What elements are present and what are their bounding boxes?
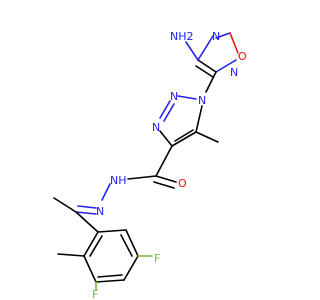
furazan-ring bbox=[185, 32, 239, 78]
amide-o-label: O bbox=[178, 177, 187, 190]
bond-c-c-double bbox=[195, 65, 214, 78]
bond-carbonyl-o bbox=[155, 175, 177, 183]
triazole-n3-label: N bbox=[152, 121, 160, 134]
hydrazide-chain bbox=[53, 145, 177, 233]
bond-n-c bbox=[75, 211, 97, 215]
bond-imine-methyl bbox=[53, 197, 77, 213]
triazole-n1-label: N bbox=[198, 94, 206, 107]
molecule-canvas: NH2 N O N N N N O NH N F F bbox=[53, 30, 247, 300]
fluoro-2-label: F bbox=[92, 288, 98, 300]
bond-nh-n bbox=[101, 183, 111, 201]
bond-c-n bbox=[197, 35, 214, 61]
bond-c-c bbox=[197, 59, 217, 73]
bond-ar-5 bbox=[83, 255, 97, 283]
furazan-n-bottom-label: N bbox=[230, 66, 238, 79]
bond-ar-2 bbox=[125, 229, 139, 257]
triazole-n2-label: N bbox=[170, 90, 178, 103]
fluoro-1-label: F bbox=[154, 252, 160, 265]
bond-ar-3 bbox=[123, 255, 139, 281]
bond-ar-1 bbox=[97, 229, 127, 233]
bond-c5-methyl bbox=[195, 131, 219, 143]
bond-c4-c5 bbox=[171, 131, 197, 147]
bond-n-c bbox=[215, 59, 237, 73]
hydrazide-nh-label: NH bbox=[110, 174, 127, 187]
structure-diagram: NH2 N O N N N N O NH N F F bbox=[53, 30, 247, 300]
bond-n2-n3-double bbox=[163, 103, 175, 122]
bond-n2-n3 bbox=[159, 100, 171, 119]
furazan-o-label: O bbox=[238, 50, 247, 63]
bond-carbonyl-nh bbox=[127, 175, 157, 180]
bond-ar-methyl bbox=[57, 253, 85, 257]
bond-furazan-triazole bbox=[205, 71, 217, 93]
hydrazone-n-label: N bbox=[96, 205, 104, 218]
bond-o-n bbox=[229, 32, 239, 54]
bond-ar-4 bbox=[95, 279, 125, 283]
bond-ar-6 bbox=[83, 231, 99, 257]
bond-carbonyl-o-double bbox=[153, 181, 175, 189]
furazan-n-top-label: N bbox=[212, 30, 220, 43]
bond-c4-c5-double bbox=[174, 129, 194, 142]
bond-n-o bbox=[215, 32, 231, 39]
triazole-ring bbox=[159, 95, 219, 147]
bond-imine-aryl bbox=[75, 211, 99, 233]
bond-c5-n1 bbox=[195, 105, 203, 133]
amino-label: NH2 bbox=[170, 30, 194, 43]
bond-c4-carbonyl bbox=[155, 145, 173, 177]
bond-ar-2-double bbox=[120, 234, 133, 257]
bond-n1-n2 bbox=[177, 95, 197, 100]
aryl-ring bbox=[57, 229, 153, 291]
bond-c-nh2 bbox=[185, 41, 199, 61]
bond-n-c-double bbox=[77, 205, 97, 209]
bond-ar-4-double bbox=[97, 274, 123, 278]
bond-ar-6-double bbox=[89, 235, 103, 257]
bond-n3-c4 bbox=[159, 130, 173, 147]
